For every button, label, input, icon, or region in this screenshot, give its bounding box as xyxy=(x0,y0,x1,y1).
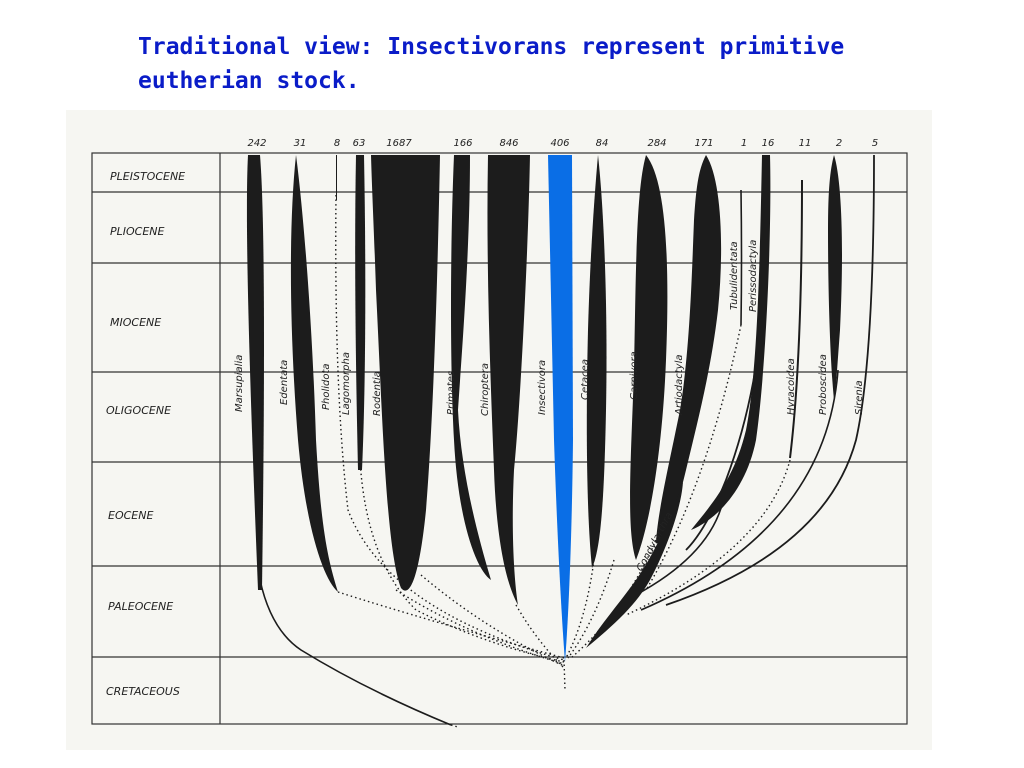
connector-chiroptera xyxy=(515,604,565,669)
count-primates: 166 xyxy=(453,138,472,149)
count-proboscidea: 2 xyxy=(836,138,842,149)
epoch-label-oligocene: OLIGOCENE xyxy=(106,404,171,417)
label-chiroptera: Chiroptera xyxy=(480,363,491,416)
epoch-label-miocene: MIOCENE xyxy=(110,316,161,329)
count-sirenia: 5 xyxy=(872,138,878,149)
epoch-label-eocene: EOCENE xyxy=(108,509,153,522)
connector-rodentia xyxy=(395,589,565,665)
connector-edentata xyxy=(337,591,565,659)
count-rodentia: 1687 xyxy=(386,138,412,149)
spindle-pholidota xyxy=(336,155,337,200)
epoch-table xyxy=(91,152,908,725)
epoch-label-pleistocene: PLEISTOCENE xyxy=(110,170,185,183)
label-lagomorpha: Lagomorpha xyxy=(341,352,352,415)
spindle-artiodactyla xyxy=(656,155,722,544)
count-pholidota: 8 xyxy=(334,138,340,149)
label-artiodactyla: Artiodactyla xyxy=(674,355,685,417)
spindle-perissodactyla xyxy=(691,155,771,530)
label-proboscidea: Proboscidea xyxy=(818,354,829,415)
count-tubulidentata: 1 xyxy=(741,138,747,149)
spindle-proboscidea xyxy=(828,155,842,400)
count-hyracoidea: 11 xyxy=(799,138,812,149)
species-counts: 242 31 8 63 1687 166 846 406 84 284 171 … xyxy=(247,138,878,149)
count-chiroptera: 846 xyxy=(499,138,518,149)
connector-root xyxy=(563,659,566,691)
connector-primates xyxy=(420,574,565,667)
label-marsupialia: Marsupialia xyxy=(234,355,245,412)
label-primates: Primates xyxy=(446,371,457,415)
epoch-label-pliocene: PLIOCENE xyxy=(110,225,165,238)
spindle-marsupialia xyxy=(246,155,264,590)
label-rodentia: Rodentia xyxy=(372,371,383,416)
label-sirenia: Sirenia xyxy=(854,380,865,415)
count-lagomorpha: 63 xyxy=(353,138,366,149)
stem-sirenia xyxy=(665,154,875,606)
title-line-1: Traditional view: Insectivorans represen… xyxy=(138,34,845,60)
connector-marsupialia xyxy=(259,579,452,726)
count-cetacea: 84 xyxy=(596,138,609,149)
label-carnivora: Carnivora xyxy=(629,351,640,400)
label-insectivora: Insectivora xyxy=(537,360,548,415)
label-perissodactyla: Perissodactyla xyxy=(748,240,759,312)
count-artiodactyla: 171 xyxy=(694,138,713,149)
stem-tubulidentata xyxy=(740,189,743,326)
count-carnivora: 284 xyxy=(647,138,666,149)
spindle-edentata xyxy=(290,155,338,592)
label-edentata: Edentata xyxy=(279,360,290,405)
epoch-label-paleocene: PALEOCENE xyxy=(108,600,173,613)
count-insectivora: 406 xyxy=(550,138,569,149)
stem-hyracoidea xyxy=(789,179,803,459)
spindle-insectivora-highlight xyxy=(548,155,573,662)
count-perissodactyla: 16 xyxy=(762,138,775,149)
connector-pholidota xyxy=(335,194,565,661)
epoch-label-cretaceous: CRETACEOUS xyxy=(106,685,180,698)
spindle-cetacea xyxy=(586,155,607,568)
label-tubulidentata: Tubulidentata xyxy=(729,241,740,310)
lineage-spindles xyxy=(246,155,842,648)
spindle-chiroptera xyxy=(487,155,530,605)
table-border xyxy=(91,152,908,725)
spindle-carnivora xyxy=(630,155,668,560)
connector-proboscidea xyxy=(640,369,839,611)
spindle-rodentia xyxy=(371,155,440,591)
label-pholidota: Pholidota xyxy=(321,363,332,410)
spindle-primates xyxy=(451,155,491,580)
slide-title: Traditional view: Insectivorans represen… xyxy=(138,30,998,98)
spindle-lagomorpha xyxy=(355,155,366,470)
label-cetacea: Cetacea xyxy=(580,359,591,400)
phylogeny-diagram: PLEISTOCENE PLIOCENE MIOCENE OLIGOCENE E… xyxy=(91,138,908,728)
connector-tubulidentata xyxy=(645,324,742,591)
count-marsupialia: 242 xyxy=(247,138,266,149)
count-edentata: 31 xyxy=(294,138,307,149)
connector-hyracoidea xyxy=(625,459,791,616)
epoch-labels: PLEISTOCENE PLIOCENE MIOCENE OLIGOCENE E… xyxy=(106,170,185,698)
phylogeny-figure: PLEISTOCENE PLIOCENE MIOCENE OLIGOCENE E… xyxy=(66,110,932,750)
label-hyracoidea: Hyracoidea xyxy=(786,358,797,415)
title-line-2: eutherian stock. xyxy=(138,68,360,94)
connector-marsupialia-end xyxy=(450,724,459,728)
